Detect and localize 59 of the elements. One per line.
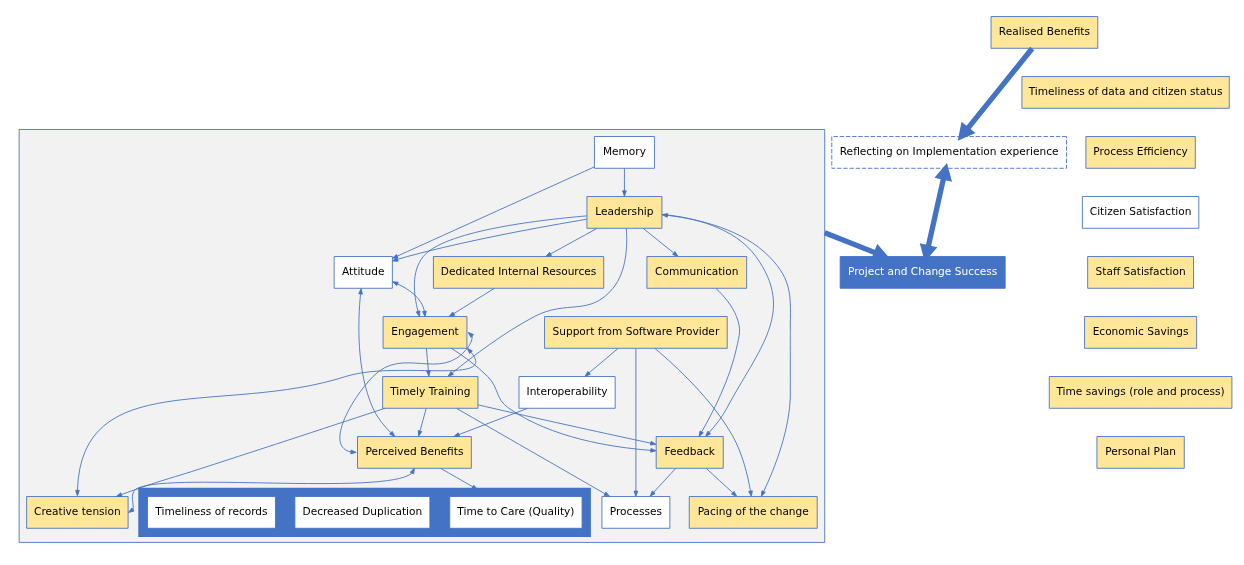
arrow [425,347,431,377]
node-box: Project and Change Success [839,255,1006,289]
arrow [75,347,476,496]
node-box: Realised Benefits [990,15,1099,49]
node-box: Time to Care (Quality) [449,495,583,529]
arrow [456,407,610,497]
arrow [448,287,495,317]
arrow [661,213,774,437]
node-box: Staff Satisfaction [1087,255,1194,289]
arrow [128,467,415,513]
node-box: Interoperability [518,375,616,409]
arrow [392,218,588,262]
node-box: Personal Plan [1096,435,1185,469]
arrow [698,287,740,437]
arrow [622,167,627,197]
node-box: Timely Training [382,375,479,409]
arrow [957,46,1035,141]
node-box: Feedback [655,435,724,469]
node-box: Support from Software Provider [544,315,728,349]
arrow [413,214,588,317]
arrow [649,467,677,497]
arrow [358,287,396,437]
node-box: Attitude [333,255,393,289]
node-box: Memory [594,135,655,169]
arrow [584,347,619,377]
node-box: Perceived Benefits [357,435,472,469]
cluster [18,128,826,543]
arrow [339,331,474,454]
node-box: Timeliness of records [147,495,276,529]
node-box: Communication [646,255,748,289]
arrow [392,280,427,317]
node-box: Citizen Satisfaction [1081,195,1200,229]
node-box: Decreased Duplication [294,495,431,529]
node-box: Processes [601,495,671,529]
arrow [417,407,427,437]
node-box: Timeliness of data and citizen status [1021,75,1230,109]
arrow [450,347,657,453]
node-box: Creative tension [26,495,129,529]
arrow [447,227,628,377]
arrow [654,347,753,497]
arrow [477,403,657,445]
arrow [440,467,478,490]
cluster [138,487,591,537]
node-box: Economic Savings [1084,315,1198,349]
node-box: Engagement [382,315,468,349]
arrow [643,227,679,257]
arrow [545,227,598,257]
node-box: Time savings (role and process) [1048,375,1233,409]
node-box: Reflecting on Implementation experience [831,135,1067,169]
node-box: Leadership [586,195,663,229]
arrow [391,166,595,259]
arrow [705,467,738,497]
node-box: Pacing of the change [688,495,818,529]
arrow [453,407,528,437]
node-box: Process Efficiency [1085,135,1196,169]
arrow [116,407,386,497]
arrow [633,347,639,497]
node-box: Dedicated Internal Resources [432,255,605,289]
arrow [661,212,791,497]
